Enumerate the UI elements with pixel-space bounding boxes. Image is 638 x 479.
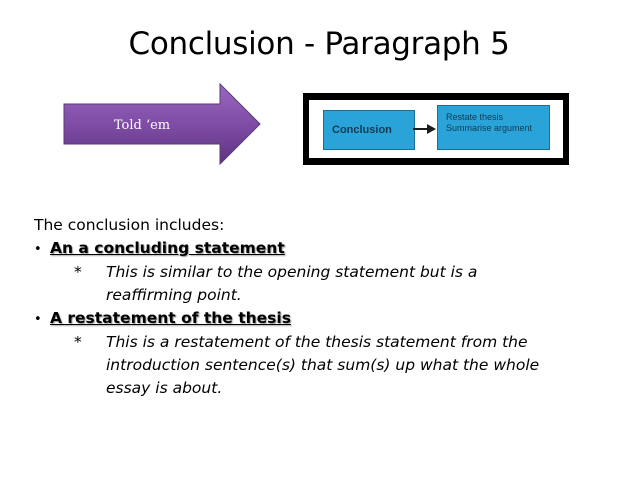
detail-line: reaffirming point. [106, 286, 242, 304]
star-marker: * [74, 333, 82, 351]
diagram-detail-line: Summarise argument [446, 123, 533, 133]
bullet-heading: A restatement of the thesis [50, 309, 291, 327]
bullet-icon: • [34, 312, 42, 327]
detail-line: This is similar to the opening statement… [106, 263, 478, 281]
bullet-detail: * This is a restatement of the thesis sta… [34, 331, 624, 354]
intro-text: The conclusion includes: [34, 216, 225, 234]
diagram-arrowhead-icon [427, 124, 436, 134]
star-marker: * [74, 263, 82, 281]
slide-title: Conclusion - Paragraph 5 [128, 26, 510, 62]
bullet-icon: • [34, 242, 42, 257]
bullet-heading: An a concluding statement [50, 239, 285, 257]
diagram-conclusion-box: Conclusion [323, 110, 415, 150]
bullet-item: • A restatement of the thesis [34, 307, 624, 331]
bullet-item: • An a concluding statement [34, 237, 624, 261]
arrow-label: Told ‘em [113, 118, 171, 133]
detail-line: essay is about. [106, 379, 223, 397]
slide-body: The conclusion includes: • An a concludin… [34, 214, 624, 400]
conclusion-diagram: Conclusion Restate thesis Summarise argu… [303, 93, 569, 165]
told-em-arrow: Told ‘em [62, 82, 262, 166]
arrow-shape-icon [63, 82, 261, 166]
bullet-detail: * This is similar to the opening statemen… [34, 261, 624, 284]
diagram-detail-line: Restate thesis [446, 112, 504, 122]
diagram-connector [413, 128, 429, 130]
detail-line: introduction sentence(s) that sum(s) up … [106, 356, 540, 374]
detail-line: This is a restatement of the thesis stat… [106, 333, 528, 351]
diagram-detail-box: Restate thesis Summarise argument [437, 105, 550, 150]
